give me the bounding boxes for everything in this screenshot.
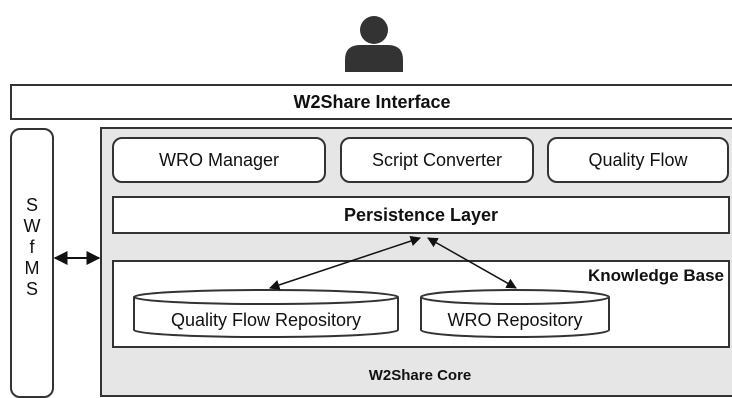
swfms-box [10,128,54,398]
quality-flow-label: Quality Flow [588,149,688,170]
interface-bar: W2Share Interface [10,84,732,120]
wro-repository-cylinder [420,289,610,338]
persistence-layer: Persistence Layer [112,196,730,234]
diagram-connectors [53,236,610,338]
wro-repository-text: WRO Repository [447,309,583,330]
script-converter-label: Script Converter [371,149,503,170]
wro-manager-label: WRO Manager [158,149,280,170]
persistence-layer-label: Persistence Layer [343,204,499,225]
quality-flow-module: Quality Flow [547,137,729,183]
knowledge-base-label: Knowledge Base [540,264,724,288]
core-title: W2Share Core [368,366,472,384]
quality-flow-repository-text: Quality Flow Repository [170,309,362,330]
swfms-letter: S [25,195,38,215]
quality-flow-repository-cylinder [133,289,399,338]
swfms-letter: S [25,279,38,299]
swfms-letter: W [23,216,41,236]
script-converter-module: Script Converter [340,137,534,183]
user-icon [0,0,732,80]
persistence-wro-repo-arrow [427,237,517,289]
wro-repository-label: WRO Repository [421,303,609,337]
knowledge-base-title: Knowledge Base [587,266,724,285]
swfms-letter: f [29,237,35,257]
core-label: W2Share Core [100,362,732,388]
quality-flow-repository-label: Quality Flow Repository [134,303,398,337]
interface-title: W2Share Interface [293,91,451,112]
persistence-qf-repo-arrow [269,236,421,290]
swfms-letter: M [24,258,40,278]
swfms-label: S W f M S [10,195,54,325]
wro-manager-module: WRO Manager [112,137,326,183]
